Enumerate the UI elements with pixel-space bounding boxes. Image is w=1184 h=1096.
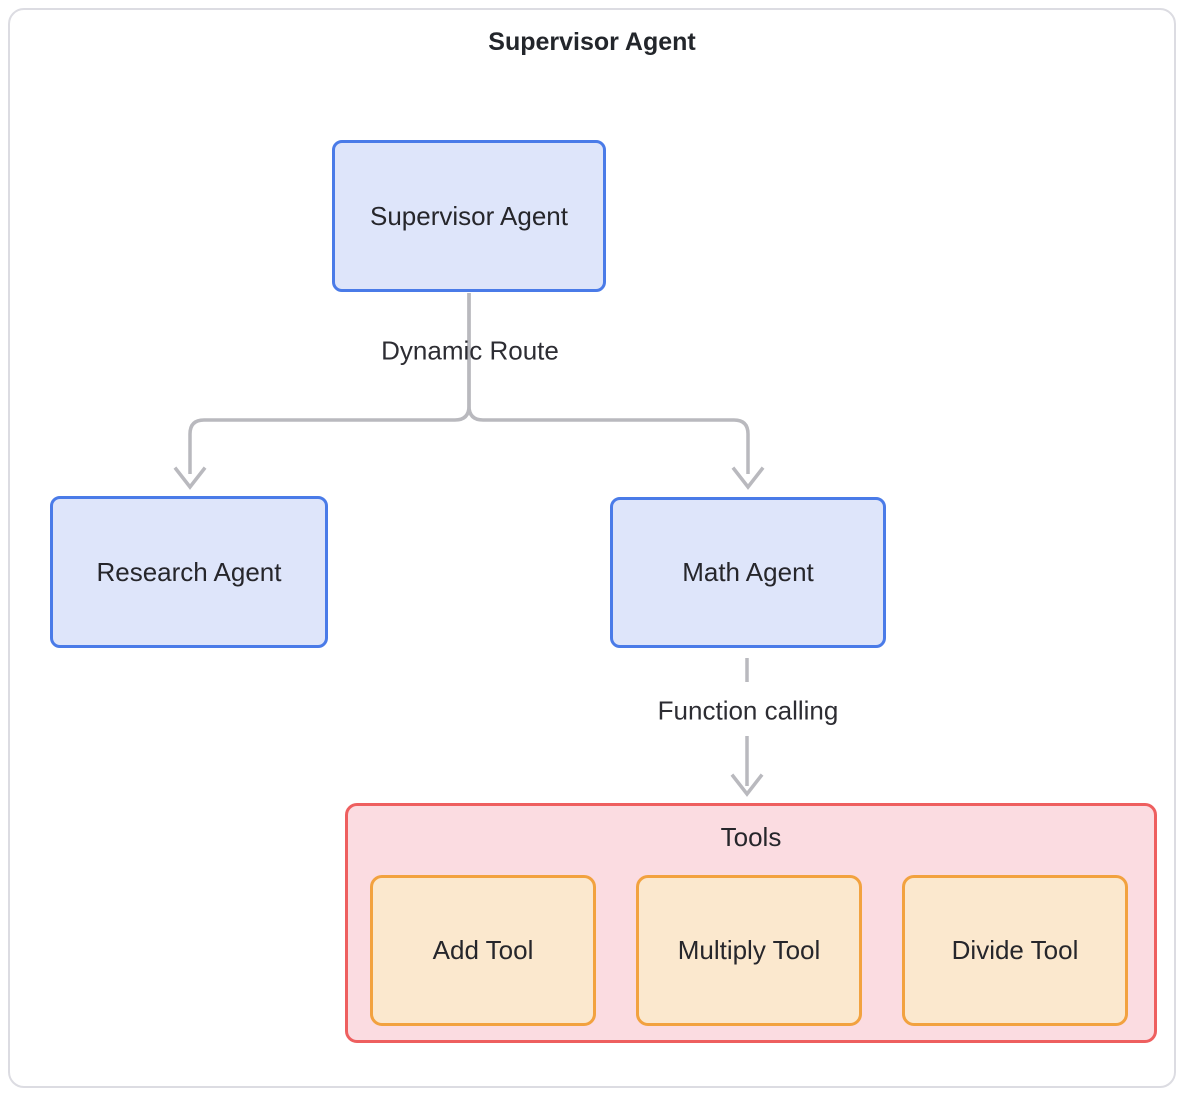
edge-supervisor-to-math (467, 293, 750, 474)
node-divide-tool: Divide Tool (902, 875, 1128, 1026)
node-add-tool: Add Tool (370, 875, 596, 1026)
node-research-agent: Research Agent (50, 496, 328, 648)
node-multiply-tool-label: Multiply Tool (677, 935, 821, 965)
node-math-agent-label: Math Agent (682, 557, 814, 587)
node-math-agent: Math Agent (610, 497, 886, 648)
arrowhead-math-icon (731, 466, 765, 490)
group-tools: Tools Add Tool Multiply Tool Divide Tool (345, 803, 1157, 1043)
edge-supervisor-to-research (188, 293, 471, 474)
node-supervisor-agent-label: Supervisor Agent (369, 200, 568, 231)
diagram-title: Supervisor Agent (488, 28, 696, 56)
edge-label-dynamic-route: Dynamic Route (381, 335, 559, 366)
node-multiply-tool: Multiply Tool (636, 875, 862, 1026)
group-tools-label: Tools (720, 822, 782, 852)
arrowhead-research-icon (173, 466, 207, 490)
node-research-agent-label: Research Agent (96, 556, 282, 587)
edge-label-function-calling: Function calling (657, 695, 839, 726)
diagram-frame: Supervisor Agent Supervisor Agent Dynami… (8, 8, 1176, 1088)
arrowhead-tools-icon (730, 773, 764, 797)
node-divide-tool-label: Divide Tool (951, 935, 1079, 965)
node-add-tool-label: Add Tool (432, 935, 534, 965)
node-supervisor-agent: Supervisor Agent (332, 140, 606, 292)
